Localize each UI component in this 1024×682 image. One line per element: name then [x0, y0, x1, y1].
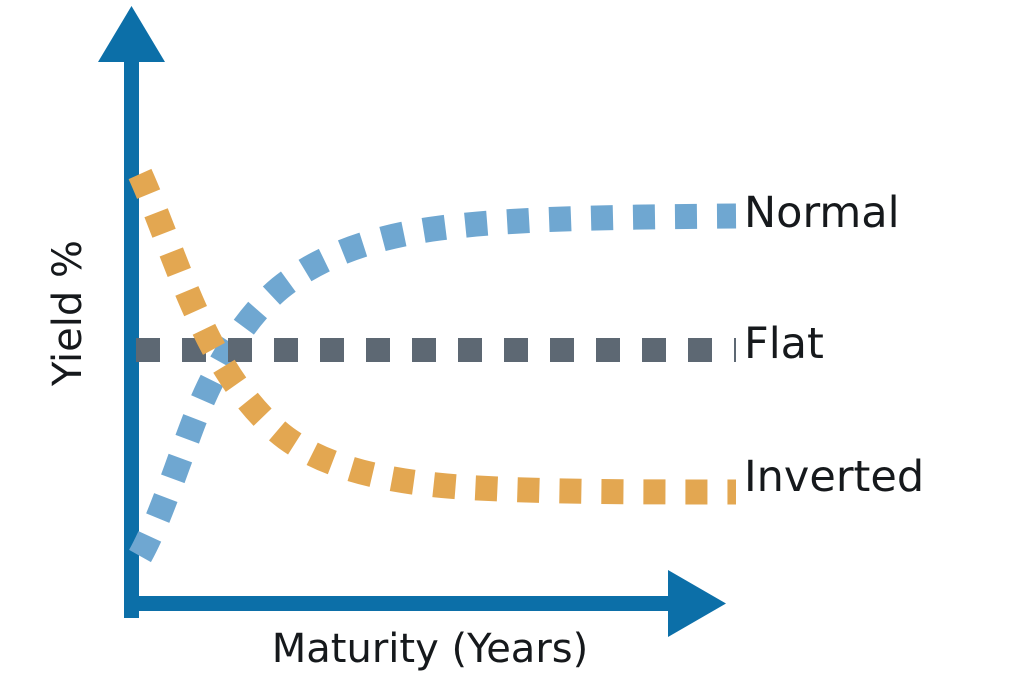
series-label-inverted: Inverted: [744, 452, 925, 502]
series-line-inverted: [128, 168, 737, 505]
x-axis-arrowhead: [668, 570, 726, 637]
y-axis-arrowhead: [98, 6, 165, 62]
series-label-normal: Normal: [744, 188, 900, 238]
x-axis-title: Maturity (Years): [271, 626, 589, 672]
y-axis-line: [124, 40, 139, 618]
y-axis-title: Yield %: [45, 240, 91, 386]
series-label-flat: Flat: [744, 319, 824, 369]
x-axis-line: [124, 596, 680, 611]
